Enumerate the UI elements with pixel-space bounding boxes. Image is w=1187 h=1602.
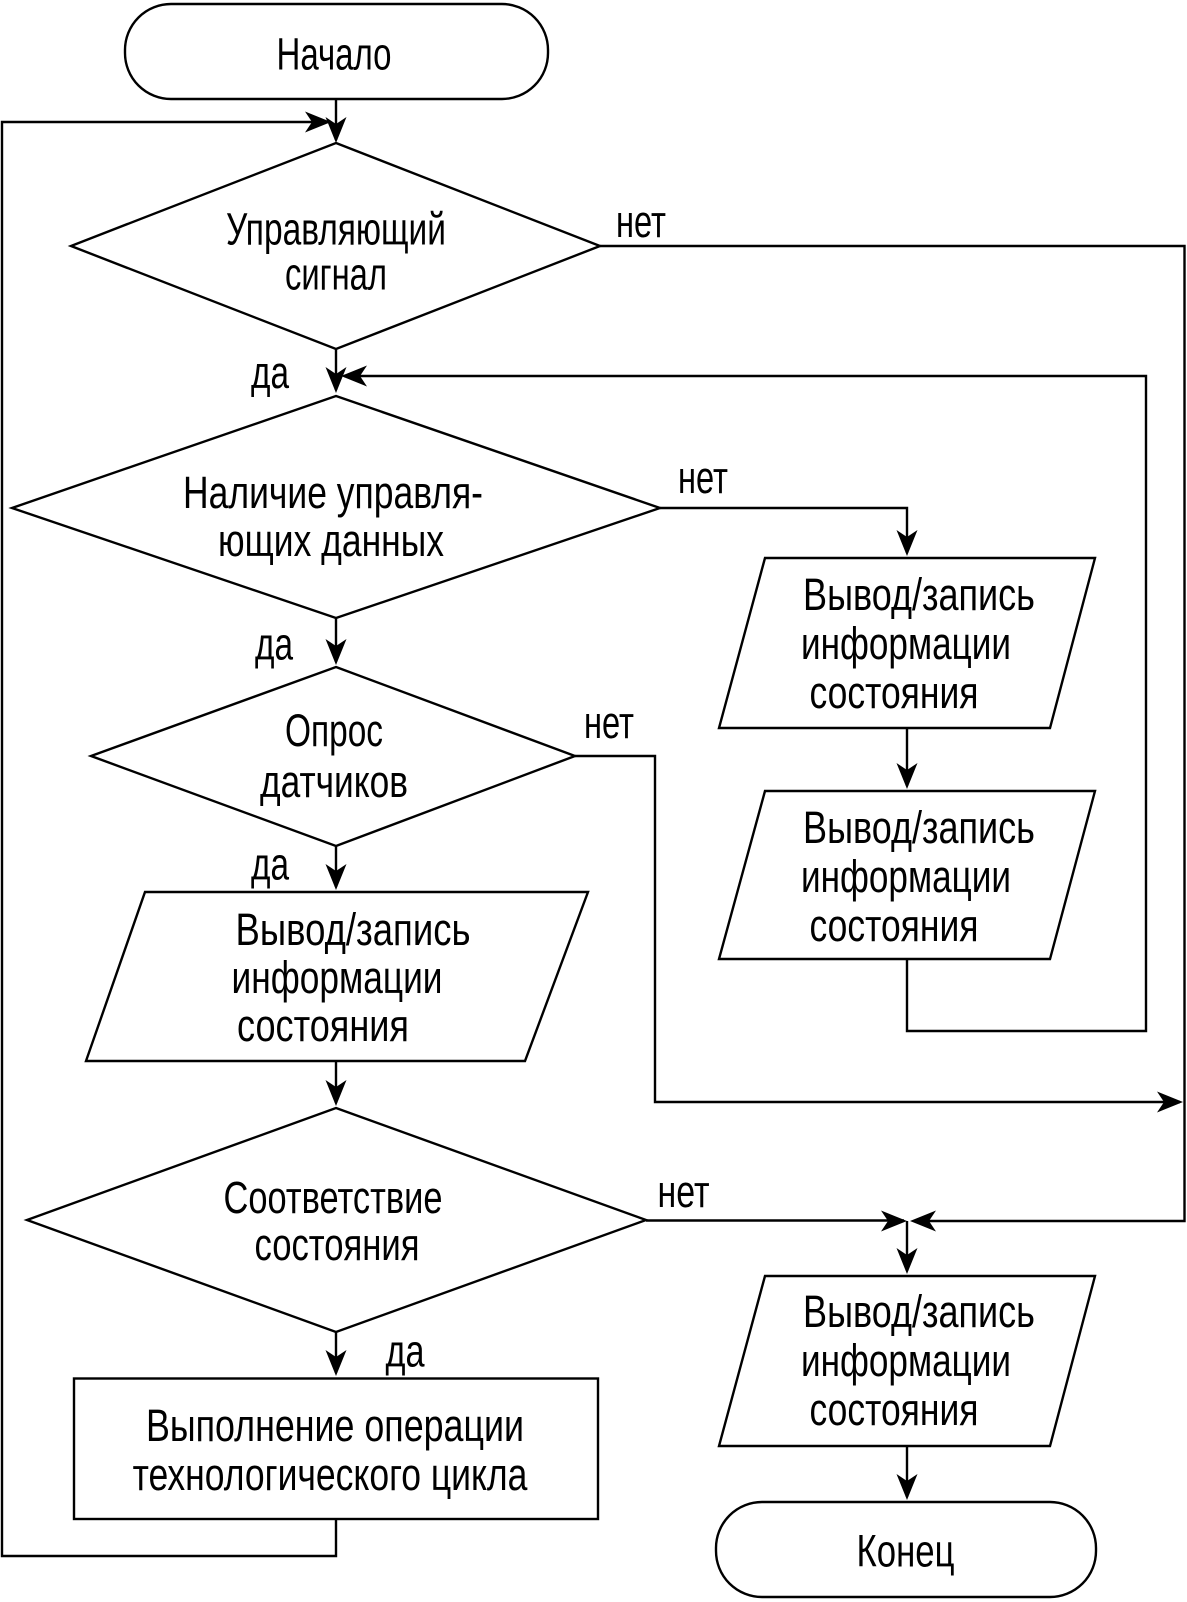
svg-text:нет: нет xyxy=(584,698,634,748)
svg-text:технологического цикла: технологического цикла xyxy=(133,1449,528,1500)
svg-text:Вывод/запись: Вывод/запись xyxy=(803,1286,1035,1337)
svg-text:да: да xyxy=(251,840,290,890)
svg-text:да: да xyxy=(251,348,290,398)
svg-text:Опрос: Опрос xyxy=(285,706,383,756)
svg-text:нет: нет xyxy=(616,197,666,247)
svg-text:Управляющий: Управляющий xyxy=(226,205,446,255)
svg-text:Конец: Конец xyxy=(857,1526,955,1576)
svg-text:да: да xyxy=(385,1327,425,1377)
svg-text:информации: информации xyxy=(801,851,1011,902)
svg-text:состояния: состояния xyxy=(237,1000,409,1051)
svg-text:Начало: Начало xyxy=(277,30,392,80)
svg-text:состояния: состояния xyxy=(810,1384,979,1435)
svg-text:нет: нет xyxy=(678,453,728,503)
svg-text:да: да xyxy=(255,620,294,670)
svg-text:Вывод/запись: Вывод/запись xyxy=(803,569,1035,620)
svg-text:информации: информации xyxy=(801,618,1011,669)
svg-text:Соответствие: Соответствие xyxy=(224,1174,443,1223)
svg-text:Выполнение операции: Выполнение операции xyxy=(146,1400,524,1451)
svg-text:Наличие управля-: Наличие управля- xyxy=(183,467,483,518)
svg-text:датчиков: датчиков xyxy=(260,756,408,807)
svg-text:состояния: состояния xyxy=(255,1220,420,1270)
svg-text:сигнал: сигнал xyxy=(285,249,387,299)
svg-text:Вывод/запись: Вывод/запись xyxy=(236,904,471,955)
svg-text:информации: информации xyxy=(231,952,442,1003)
svg-text:состояния: состояния xyxy=(810,900,979,951)
svg-text:информации: информации xyxy=(801,1335,1011,1386)
svg-text:нет: нет xyxy=(658,1167,710,1217)
svg-text:Вывод/запись: Вывод/запись xyxy=(803,802,1035,853)
svg-text:состояния: состояния xyxy=(810,667,979,718)
svg-text:ющих данных: ющих данных xyxy=(218,515,444,566)
